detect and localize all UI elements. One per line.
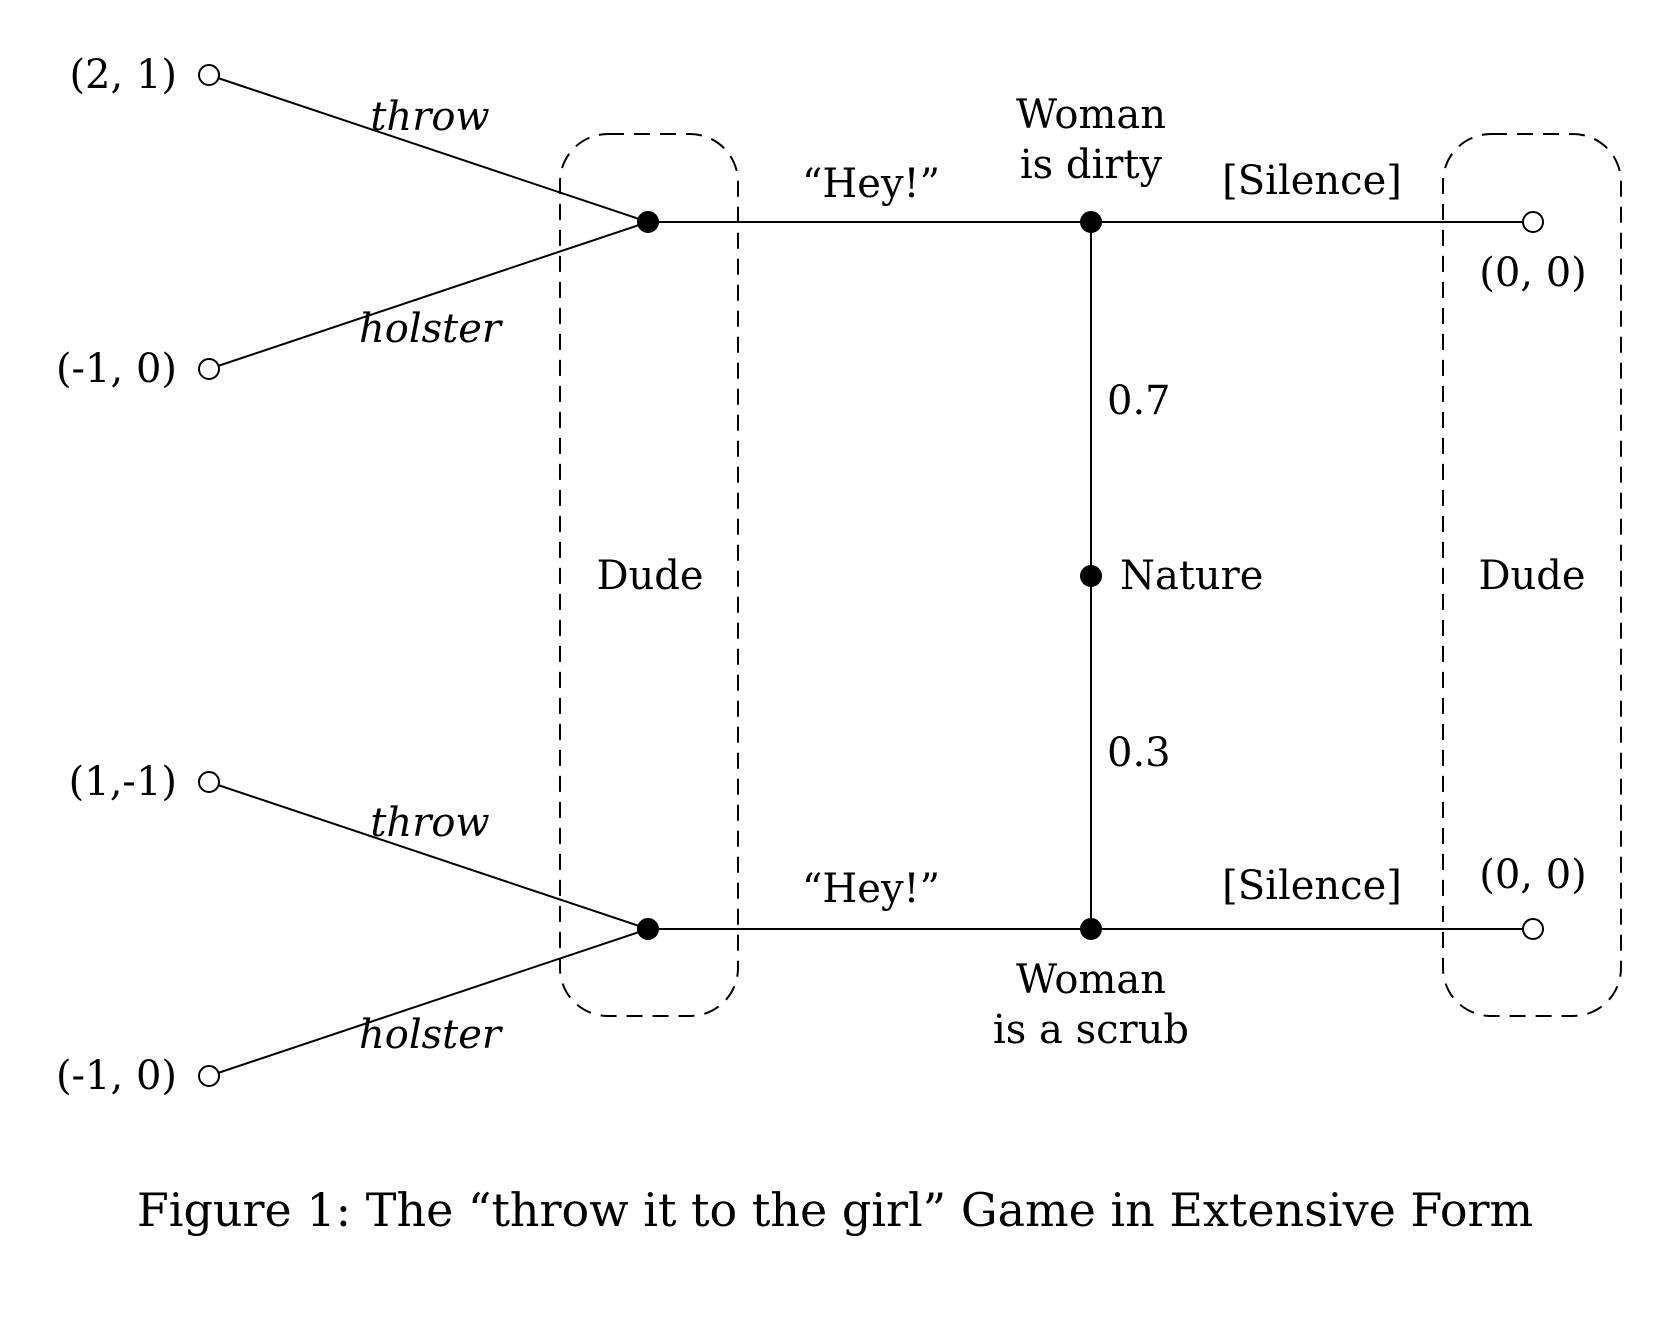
edge-top-throw [208,74,649,223]
infoset-label-right: Dude [1478,553,1585,599]
probability-up: 0.7 [1107,378,1171,424]
node-dude-bottom [637,918,659,940]
action-hey-bottom: “Hey!” [802,866,940,912]
payoff-top-throw: (2, 1) [69,52,177,98]
action-throw-bottom: throw [370,800,489,846]
action-throw-top: throw [370,94,489,140]
terminal-bottom-silence [1522,918,1544,940]
left-information-set [559,133,739,1017]
payoff-bottom-silence: (0, 0) [1479,852,1587,898]
terminal-bottom-holster [198,1065,220,1087]
infoset-label-left: Dude [596,553,703,599]
payoff-bottom-throw: (1,-1) [69,759,177,805]
action-silence-bottom: [Silence] [1222,863,1402,909]
edge-top-holster [208,221,649,370]
figure-caption: Figure 1: The “throw it to the girl” Gam… [137,1183,1533,1237]
action-silence-top: [Silence] [1222,158,1402,204]
payoff-top-silence: (0, 0) [1479,250,1587,296]
label-woman-dirty-line2: is dirty [1020,142,1163,188]
label-woman-dirty-line1: Woman [1016,92,1166,138]
label-woman-scrub-line2: is a scrub [993,1007,1189,1053]
probability-down: 0.3 [1107,730,1171,776]
terminal-top-holster [198,358,220,380]
node-woman-dirty [1080,211,1102,233]
edge-bottom-throw [208,781,649,930]
label-woman-scrub-line1: Woman [1016,957,1166,1003]
action-hey-top: “Hey!” [802,161,940,207]
label-nature: Nature [1120,553,1263,599]
terminal-top-silence [1522,211,1544,233]
terminal-bottom-throw [198,771,220,793]
right-information-set [1442,133,1622,1017]
node-woman-scrub [1080,918,1102,940]
payoff-bottom-holster: (-1, 0) [56,1053,177,1099]
payoff-top-holster: (-1, 0) [56,346,177,392]
edge-bottom-holster [208,928,649,1077]
action-holster-bottom: holster [359,1012,504,1058]
node-dude-top [637,211,659,233]
terminal-top-throw [198,64,220,86]
action-holster-top: holster [359,306,504,352]
node-nature [1080,565,1102,587]
